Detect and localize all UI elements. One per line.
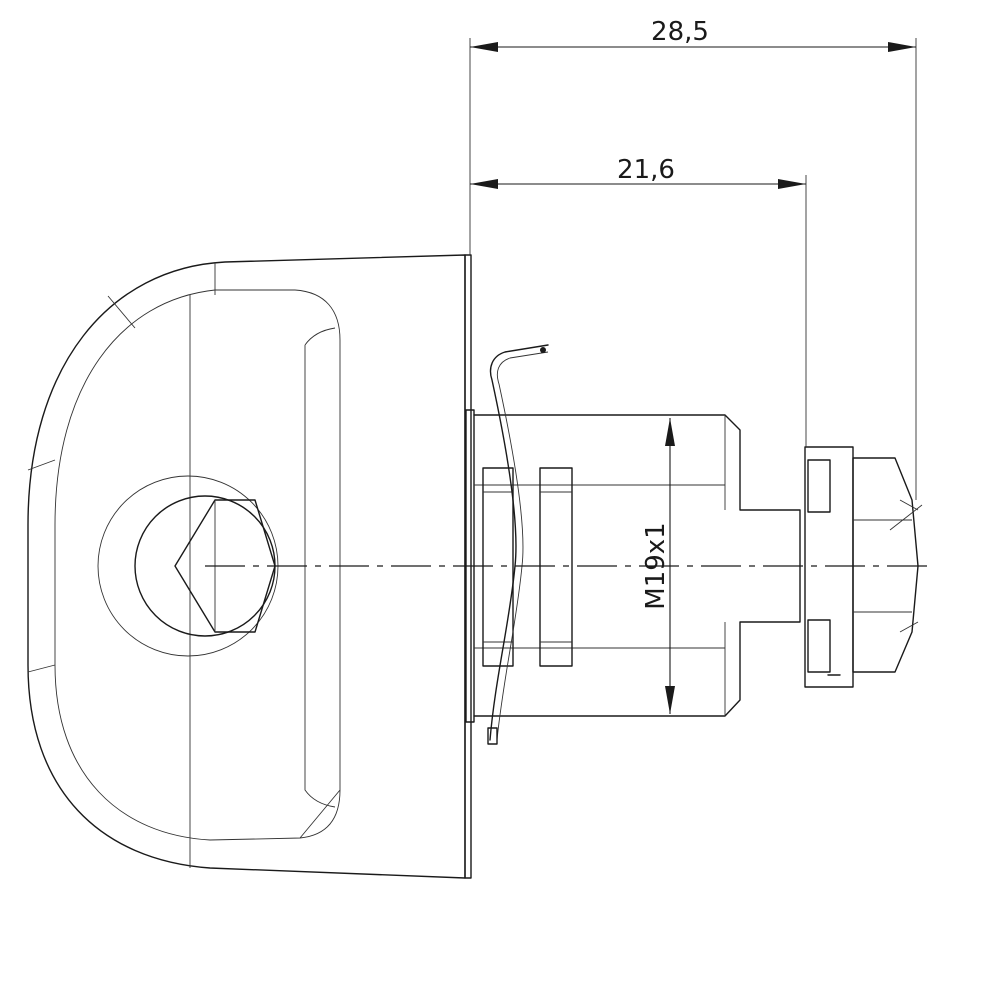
spring-clip-wire-inner xyxy=(496,351,549,741)
key-head-pad-line xyxy=(304,327,336,808)
dimension-body: 21,6 xyxy=(470,155,806,189)
cam-nut xyxy=(804,446,923,688)
keyhole-outer-ring xyxy=(97,475,279,657)
dimension-body-label: 21,6 xyxy=(617,155,675,185)
lock-body xyxy=(473,414,801,717)
cam-washer xyxy=(804,446,854,688)
cam-small-bottom xyxy=(807,619,831,673)
cam-small-top xyxy=(807,459,831,513)
lock-nut-right xyxy=(539,467,573,667)
key-head-tick-left-top xyxy=(27,459,56,471)
keyhole-triangle-profile xyxy=(174,499,276,633)
spring-clip-wire xyxy=(489,344,549,741)
spring-clip xyxy=(487,344,549,745)
spring-clip-tip xyxy=(540,347,546,353)
dimension-body-arrow-left xyxy=(470,179,498,189)
hex-nut-chamfer xyxy=(889,499,923,633)
extension-lines xyxy=(469,38,917,500)
dimension-body-arrow-right xyxy=(778,179,806,189)
key-head-outer-outline xyxy=(27,254,466,879)
dimension-thread: M19x1 xyxy=(641,418,675,714)
key-head-inner-outline xyxy=(54,289,341,841)
dimension-thread-arrow-bottom xyxy=(665,686,675,714)
dimension-overall-arrow-right xyxy=(888,42,916,52)
dimension-overall-arrow-left xyxy=(470,42,498,52)
key-head-tick-left-bottom xyxy=(27,664,56,673)
key-head-tick-top xyxy=(107,295,136,329)
dimension-thread-arrow-top xyxy=(665,418,675,446)
spring-clip-end xyxy=(487,727,498,745)
key-head xyxy=(27,254,466,879)
dimension-overall: 28,5 xyxy=(470,17,916,52)
hex-nut-outline xyxy=(852,457,919,673)
key-head-tick-bottom xyxy=(299,789,341,839)
dimension-overall-label: 28,5 xyxy=(651,17,709,47)
dimension-thread-label: M19x1 xyxy=(641,522,671,609)
lock-nut-left xyxy=(482,467,514,667)
